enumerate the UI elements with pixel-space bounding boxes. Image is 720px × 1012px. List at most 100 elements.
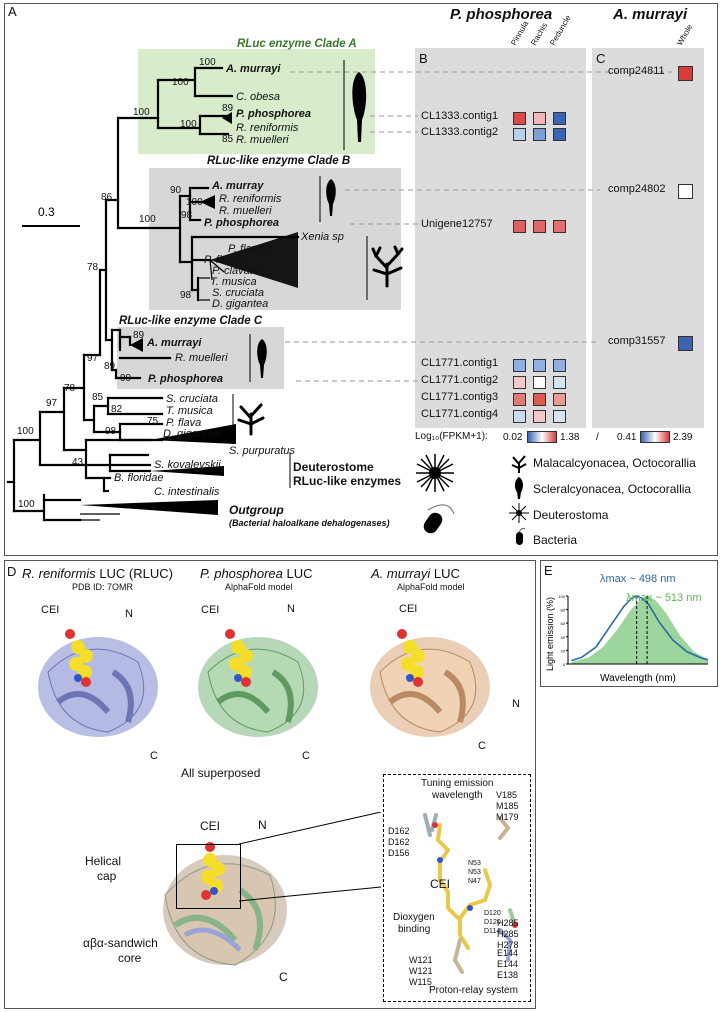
bootstrap: 97 [46, 398, 58, 409]
cei-label: CEI [201, 604, 220, 616]
bootstrap: 100 [172, 77, 189, 88]
header-p-phosphorea: P. phosphorea [450, 6, 553, 23]
amu-structure [370, 629, 490, 737]
bootstrap: 86 [101, 192, 113, 203]
gene-label: CL1333.contig1 [421, 110, 499, 122]
rluc-species: R. reniformis [22, 566, 96, 581]
clade-a-bg [138, 49, 375, 154]
pph-title: P. phosphorea LUC [200, 566, 313, 581]
taxon-t-musica-b: T. musica [210, 276, 257, 288]
c-label: C [302, 750, 310, 762]
sea-pen-icon [352, 72, 367, 142]
bootstrap: 78 [87, 262, 99, 273]
bootstrap: 75 [147, 416, 159, 427]
heatmap-cell [513, 376, 526, 389]
heatmap-cell [553, 376, 566, 389]
amu-suffix: LUC [433, 566, 460, 581]
residue-d162: D162 [388, 826, 410, 836]
bootstrap: 89 [133, 330, 145, 341]
bacteria-icon [423, 504, 455, 534]
heatmap-cell [553, 359, 566, 372]
bootstrap: 98 [105, 426, 117, 437]
clade-b-label: RLuc-like enzyme Clade B [207, 155, 351, 167]
y-tick-label: 40 [561, 635, 566, 640]
residue-v185: V185 [496, 790, 518, 800]
phylogenetic-tree: 0.3 [6, 60, 672, 522]
fpkm-min-b: 0.02 [503, 432, 523, 443]
taxon-b-floridae: B. floridae [114, 472, 164, 484]
taxon-r-muelleri-b: R. muelleri [219, 205, 272, 217]
soft-coral-icon [511, 455, 527, 473]
taxon-r-muelleri-a: R. muelleri [236, 134, 289, 146]
sea-pen-icon [257, 339, 267, 378]
heatmap-cell [533, 376, 546, 389]
bootstrap: 89 [222, 103, 234, 114]
gene-label: Unigene12757 [421, 218, 493, 230]
gene-label: CL1771.contig1 [421, 357, 499, 369]
taxon-p-clavata: P. clavata [212, 265, 259, 277]
bootstrap: 85 [92, 392, 104, 403]
gene-label: CL1771.contig4 [421, 408, 499, 420]
taxon-p-flava-a: P. flava a [228, 243, 273, 255]
rluc-title: R. reniformis LUC (RLUC) [22, 566, 173, 581]
inset-proton: Proton-relay system [429, 985, 518, 996]
fpkm-max-c: 2.39 [673, 432, 693, 443]
taxon-r-reniformis-a: R. reniformis [236, 122, 299, 134]
taxon-a-murrayi-c: A. murrayi [147, 337, 202, 349]
heatmap-cell [553, 393, 566, 406]
cei-label: CEI [41, 604, 60, 616]
legend-bacteria: Bacteria [533, 533, 578, 547]
sea-pen-icon [326, 179, 336, 216]
x-axis-label: Wavelength (nm) [600, 673, 676, 684]
taxon-outgroup-sub: (Bacterial haloalkane dehalogenases) [229, 518, 390, 528]
n-label: N [512, 698, 520, 710]
taxon-s-kovalevskii: S. kovalevskii [154, 459, 221, 471]
inset-tuning-1: Tuning emission [421, 778, 494, 789]
taxon-p-flava: P. flava [166, 417, 202, 429]
n-label: N [125, 608, 133, 620]
bootstrap: 100 [17, 426, 34, 437]
taxon-p-phosphorea-b: P. phosphorea [204, 217, 279, 229]
gene-label: CL1771.contig2 [421, 374, 499, 386]
heatmap-cell [553, 128, 566, 141]
heatmap-cell [678, 66, 693, 81]
deutero-label-1: Deuterostome [293, 460, 374, 474]
fpkm-label: Log₁₀(FPKM+1): [415, 431, 488, 442]
bootstrap: 98 [181, 210, 193, 221]
heatmap-cell [513, 128, 526, 141]
active-site-diagram [423, 813, 518, 974]
taxon-s-purpuratus: S. purpuratus [229, 445, 296, 457]
gene-label: comp31557 [608, 335, 666, 347]
residue-e144: E144 [497, 948, 519, 958]
svg-text:0.3: 0.3 [38, 205, 55, 219]
pph-structure [198, 629, 318, 737]
residue-m185: M185 [496, 801, 519, 811]
residue-w121b: W121 [409, 966, 433, 976]
y-tick-label: 20 [561, 648, 566, 653]
soft-coral-icon [371, 245, 404, 288]
heatmap-cell [553, 220, 566, 233]
inset-dioxygen-1: Dioxygen [393, 912, 435, 923]
amu-title: A. murrayi LUC [371, 566, 460, 581]
soft-coral-icon [237, 403, 265, 436]
y-tick-label: 60 [561, 621, 566, 626]
residue-h285b: H285 [497, 929, 519, 939]
superposed-structure [163, 842, 287, 966]
panel-label-d: D [7, 564, 17, 579]
series-line [571, 595, 709, 662]
taxon-s-cruciata-b: S. cruciata [212, 287, 264, 299]
residue-d162b: D162 [388, 837, 410, 847]
clade-c-label: RLuc-like enzyme Clade C [119, 315, 263, 327]
amu-species: A. murrayi [371, 566, 431, 581]
pph-suffix: LUC [286, 566, 313, 581]
residue-w121: W121 [409, 955, 433, 965]
residue-n47: N47 [468, 878, 481, 885]
residue-d114: D114 [484, 928, 501, 935]
legend-scler: Scleralcyonacea, Octocorallia [533, 482, 692, 496]
y-tick-label: 0 [563, 662, 566, 667]
inset-cei: CEI [430, 877, 451, 891]
residue-h285: H285 [497, 918, 519, 928]
bootstrap: 100 [133, 107, 150, 118]
helical-cap-2: cap [97, 869, 117, 883]
gene-label: CL1771.contig3 [421, 391, 499, 403]
